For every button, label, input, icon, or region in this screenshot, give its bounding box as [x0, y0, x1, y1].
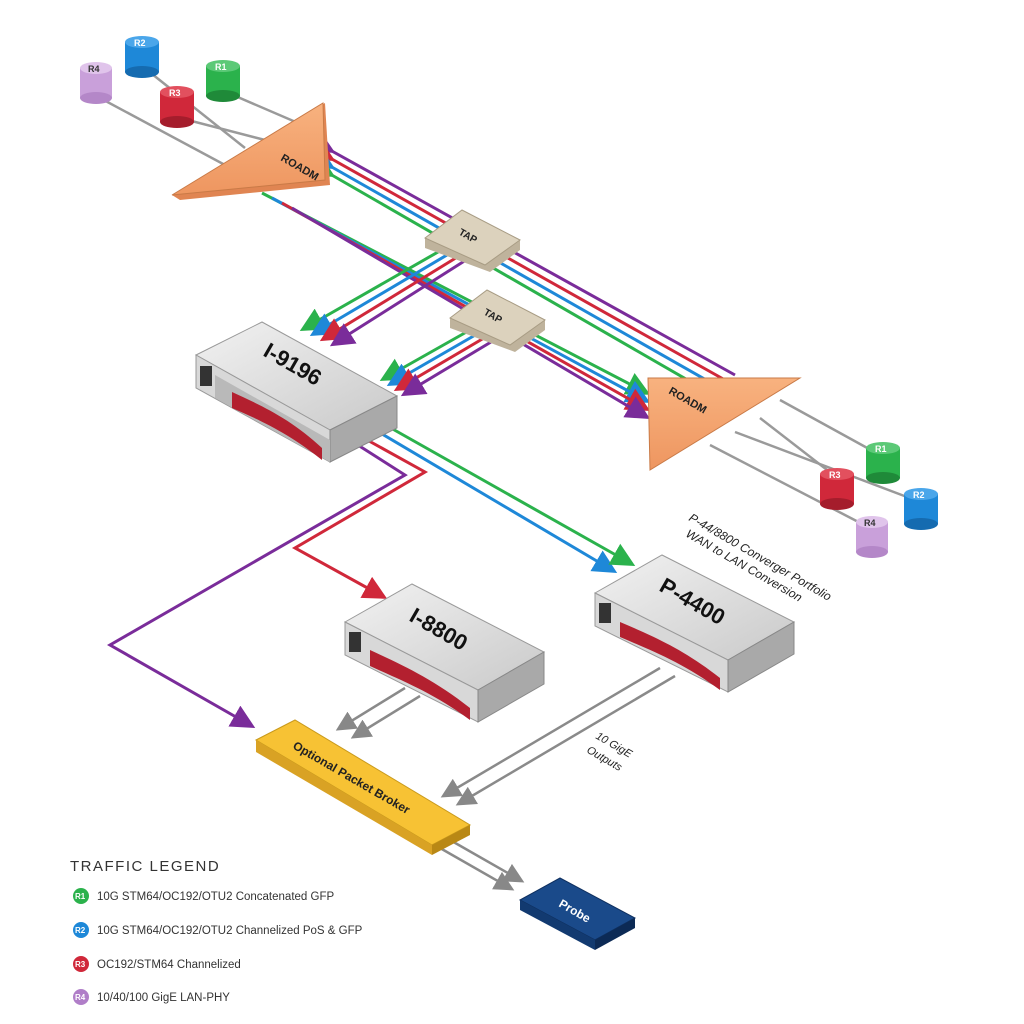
trunk-upper [308, 130, 736, 392]
tap-lower: TAP [449, 289, 546, 352]
legend-item-r3: R3 OC192/STM64 Channelized [73, 956, 241, 972]
router-left-r1: R1 [206, 60, 240, 102]
router-right-r2-label: R2 [913, 490, 925, 500]
router-right-r1: R1 [866, 442, 900, 484]
roadm-left: ROADM [171, 102, 330, 200]
tap-upper: TAP [424, 209, 521, 272]
legend-text-r1: 10G STM64/OC192/OTU2 Concatenated GFP [97, 891, 334, 903]
device-i9196: I-9196 [194, 321, 399, 463]
i9196-outputs [106, 421, 636, 728]
legend-badge-r4: R4 [75, 993, 86, 1002]
legend-text-r3: OC192/STM64 Channelized [97, 959, 241, 971]
legend-badge-r3: R3 [75, 960, 86, 969]
device-i8800: I-8800 [343, 583, 546, 723]
roadm-right: ROADM [647, 377, 802, 471]
router-left-r3-label: R3 [169, 88, 181, 98]
legend-badge-r2: R2 [75, 926, 86, 935]
router-left-r4: R4 [80, 62, 112, 104]
legend-item-r2: R2 10G STM64/OC192/OTU2 Channelized PoS … [73, 922, 363, 938]
legend-title: TRAFFIC LEGEND [70, 858, 220, 875]
legend-badge-r1: R1 [75, 892, 86, 901]
router-left-r2: R2 [125, 36, 159, 78]
trunk-lower [261, 191, 651, 420]
legend-text-r2: 10G STM64/OC192/OTU2 Channelized PoS & G… [97, 925, 363, 937]
router-left-r2-label: R2 [134, 38, 146, 48]
traffic-legend: TRAFFIC LEGEND R1 10G STM64/OC192/OTU2 C… [70, 858, 363, 1005]
router-left-r3: R3 [160, 86, 194, 128]
routers-left: R4 R2 R3 R1 [80, 36, 240, 128]
router-right-r4: R4 [856, 516, 888, 558]
legend-item-r1: R1 10G STM64/OC192/OTU2 Concatenated GFP [73, 888, 334, 904]
device-p4400: P-4400 [593, 554, 796, 693]
outputs-annotation: 10 GigE Outputs [585, 730, 635, 774]
routers-right: R1 R3 R2 R4 [820, 442, 938, 558]
router-right-r4-label: R4 [864, 518, 876, 528]
router-right-r3: R3 [820, 468, 854, 510]
router-right-r1-label: R1 [875, 444, 887, 454]
tap-feeds [299, 246, 492, 397]
router-left-r4-label: R4 [88, 64, 100, 74]
router-left-r1-label: R1 [215, 62, 227, 72]
router-right-r3-label: R3 [829, 470, 841, 480]
packet-broker: Optional Packet Broker [254, 719, 472, 855]
legend-item-r4: R4 10/40/100 GigE LAN-PHY [73, 989, 230, 1005]
gray-outputs [335, 666, 676, 891]
router-right-r2: R2 [904, 488, 938, 530]
legend-text-r4: 10/40/100 GigE LAN-PHY [97, 992, 230, 1004]
probe: Probe [518, 877, 637, 950]
